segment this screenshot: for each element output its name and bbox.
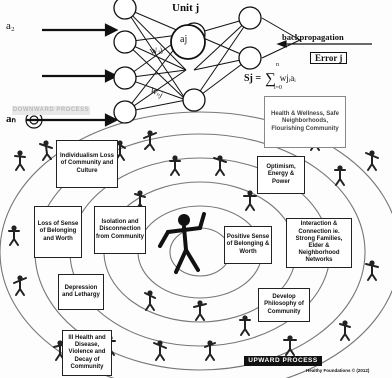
formula-lhs: Sj = [244, 73, 262, 84]
box-interaction: Interaction & Connection ie. Strong Fami… [286, 218, 352, 268]
box-philosophy: Develop Philosophy of Community [258, 288, 310, 322]
credit-text: Healthy Foundations © (2012) [306, 368, 370, 373]
unit-j-neuron [170, 24, 206, 60]
box-positive-belonging: Positive Sense of Belonging & Worth [224, 226, 272, 264]
box-ill-health: Ill Health and Disease, Violence and Dec… [62, 330, 112, 376]
box-optimism: Optimism, Energy & Power [257, 156, 305, 194]
unit-title: Unit j [172, 2, 200, 14]
backprop-arrow [276, 40, 372, 48]
box-individualism: Individualism Loss of Community and Cult… [56, 140, 118, 188]
error-box: Error j [310, 52, 348, 64]
downward-process-banner: DOWNWARD PROCESS [12, 106, 90, 115]
formula-sup: n [276, 62, 279, 68]
box-isolation: Isolation and Disconnection from Communi… [94, 206, 146, 254]
backprop-label: backpropagation [282, 32, 344, 42]
upward-process-banner: UPWARD PROCESS [244, 356, 322, 366]
box-depression: Depression and Lethargy [58, 274, 104, 310]
box-loss-belonging: Loss of Sense of Belonging and Worth [34, 206, 82, 258]
formula-rhs: wjᵢaᵢ [279, 73, 296, 83]
input-an-label: aₙ [6, 113, 16, 125]
formula-sigma: ∑ [265, 71, 276, 87]
activation-label: aj [180, 34, 188, 45]
box-health-wellness: Health & Wellness, Safe Neighborhoods, F… [264, 96, 346, 148]
input-a2-label: a₂ [6, 20, 15, 32]
formula: Sj = ∑ wjᵢaᵢ n i=0 [244, 62, 296, 91]
central-figure [158, 212, 206, 274]
formula-sub: i=0 [274, 85, 283, 91]
input-arrows [26, 23, 119, 127]
